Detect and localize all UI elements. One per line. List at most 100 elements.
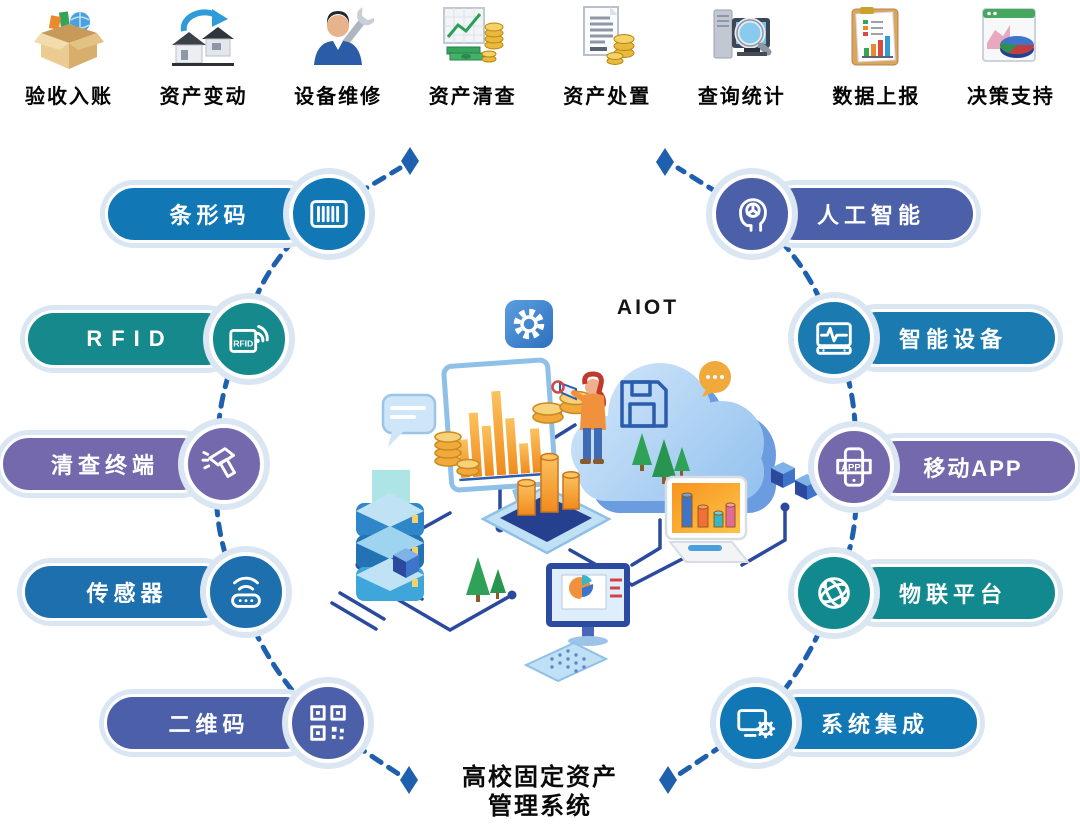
module-label: 数据上报 [832, 86, 921, 108]
arrow-diamond-top-right [656, 148, 674, 176]
server-stack [356, 470, 424, 601]
node-label: 系统集成 [820, 712, 929, 737]
query-statistics-icon [713, 9, 772, 59]
system-integration-circle [716, 683, 796, 763]
module-label: 资产处置 [563, 86, 652, 108]
system-title-line1: 高校固定资产 [462, 764, 618, 791]
inventory-terminal-pill: 清查终端 [0, 435, 210, 493]
module-label: 设备维修 [294, 86, 383, 108]
module-label: 验收入账 [25, 86, 113, 108]
asset-inventory-icon [442, 7, 504, 63]
connector-left-3 [213, 461, 243, 595]
system-title: 高校固定资产 管理系统 [0, 763, 1080, 821]
node-ai: 人工智能 [712, 168, 976, 260]
coin-stack-left [434, 431, 480, 477]
connector-right-3 [831, 464, 859, 596]
gear-chip [505, 300, 553, 348]
rfid-pill: RFID [25, 310, 235, 368]
node-smart-device: 智能设备 [794, 292, 1058, 384]
module-data-report: 数据上报 [815, 2, 937, 109]
node-rfid: RFID RFID [25, 293, 289, 385]
module-query-statistics: 查询统计 [681, 2, 803, 109]
module-label: 资产变动 [159, 86, 248, 108]
dashboard-monitor [441, 357, 558, 493]
center-illustration [330, 300, 819, 683]
node-label: 物联平台 [898, 582, 1007, 607]
node-label: 智能设备 [898, 327, 1007, 352]
connector-left-2 [215, 336, 246, 467]
module-acceptance: 验收入账 [8, 2, 130, 109]
ai-head-icon [739, 198, 767, 232]
module-label: 决策支持 [966, 86, 1055, 108]
module-asset-change: 资产变动 [143, 2, 265, 109]
smart-device-circle [794, 298, 874, 378]
node-label: 清查终端 [50, 453, 159, 478]
floppy-disk-icon [620, 380, 668, 428]
person-figure [551, 371, 606, 464]
qr-code-pill: 二维码 [104, 694, 314, 752]
data-report-icon [851, 7, 899, 66]
module-decision-support: 决策支持 [950, 2, 1072, 109]
barcode-icon [310, 200, 348, 228]
analytics-monitor [664, 475, 751, 563]
system-title-line2: 管理系统 [488, 793, 592, 820]
module-equipment-repair: 设备维修 [277, 2, 399, 109]
decision-support-icon [981, 8, 1036, 62]
node-system-integration: 系统集成 [716, 677, 980, 769]
trees [466, 433, 690, 602]
connector-right-2 [831, 335, 858, 470]
speech-bubble [381, 393, 437, 447]
node-qr-code: 二维码 [104, 677, 368, 769]
module-label: 查询统计 [697, 86, 786, 108]
chat-bubble-orange [699, 361, 731, 397]
ai-pill: 人工智能 [766, 185, 976, 243]
asset-transfer-icon [171, 9, 234, 66]
equipment-repair-icon [314, 7, 375, 65]
node-label: 移动APP [923, 456, 1023, 481]
node-label: 条形码 [169, 203, 251, 228]
barcode-pill: 条形码 [105, 185, 315, 243]
rfid-icon-text: RFID [233, 339, 253, 349]
system-integration-pill: 系统集成 [770, 694, 980, 752]
node-label: RFID [86, 326, 174, 351]
arrow-diamond-top-left [401, 147, 419, 175]
module-label: 资产清查 [428, 86, 517, 108]
qr-code-circle [288, 683, 368, 763]
smart-device-icon [816, 322, 852, 355]
mobile-app-circle: APP [814, 427, 894, 507]
iot-platform-pill: 物联平台 [848, 564, 1058, 622]
mobile-app-icon: APP [836, 447, 872, 487]
sensor-icon [231, 576, 261, 608]
app-icon-text: APP [841, 462, 861, 473]
arrow-diamond-bottom-right [659, 766, 677, 794]
barcode-circle [289, 174, 369, 254]
asset-disposal-icon [583, 6, 635, 65]
keyboard [523, 641, 609, 683]
node-label: 传感器 [86, 581, 168, 606]
module-row: 验收入账 资产变动 [0, 2, 1080, 109]
connector-right-bottom [675, 720, 759, 778]
tablet-3d-bars [480, 452, 612, 555]
aiot-cloud-label: AIOT [616, 296, 680, 319]
qr-code-icon [310, 705, 346, 741]
node-sensor: 传感器 [22, 546, 286, 638]
blue-cubes [393, 462, 819, 578]
node-mobile-app: APP 移动APP [814, 421, 1078, 513]
smart-device-pill: 智能设备 [848, 309, 1058, 367]
sensor-circle [206, 552, 286, 632]
scanner-gun-icon [201, 447, 236, 478]
module-asset-inventory: 资产清查 [412, 2, 534, 109]
node-label: 人工智能 [816, 203, 925, 228]
node-barcode: 条形码 [105, 168, 369, 260]
system-integration-icon [737, 709, 776, 739]
iot-platform-circle [794, 553, 874, 633]
sensor-pill: 传感器 [22, 563, 232, 621]
node-iot-platform: 物联平台 [794, 547, 1058, 639]
module-asset-disposal: 资产处置 [546, 2, 668, 109]
rfid-circle: RFID [209, 299, 289, 379]
inventory-terminal-circle [184, 424, 264, 504]
node-label: 二维码 [168, 712, 250, 737]
inbox-box-icon [34, 11, 104, 69]
mobile-app-pill: 移动APP [868, 438, 1078, 496]
